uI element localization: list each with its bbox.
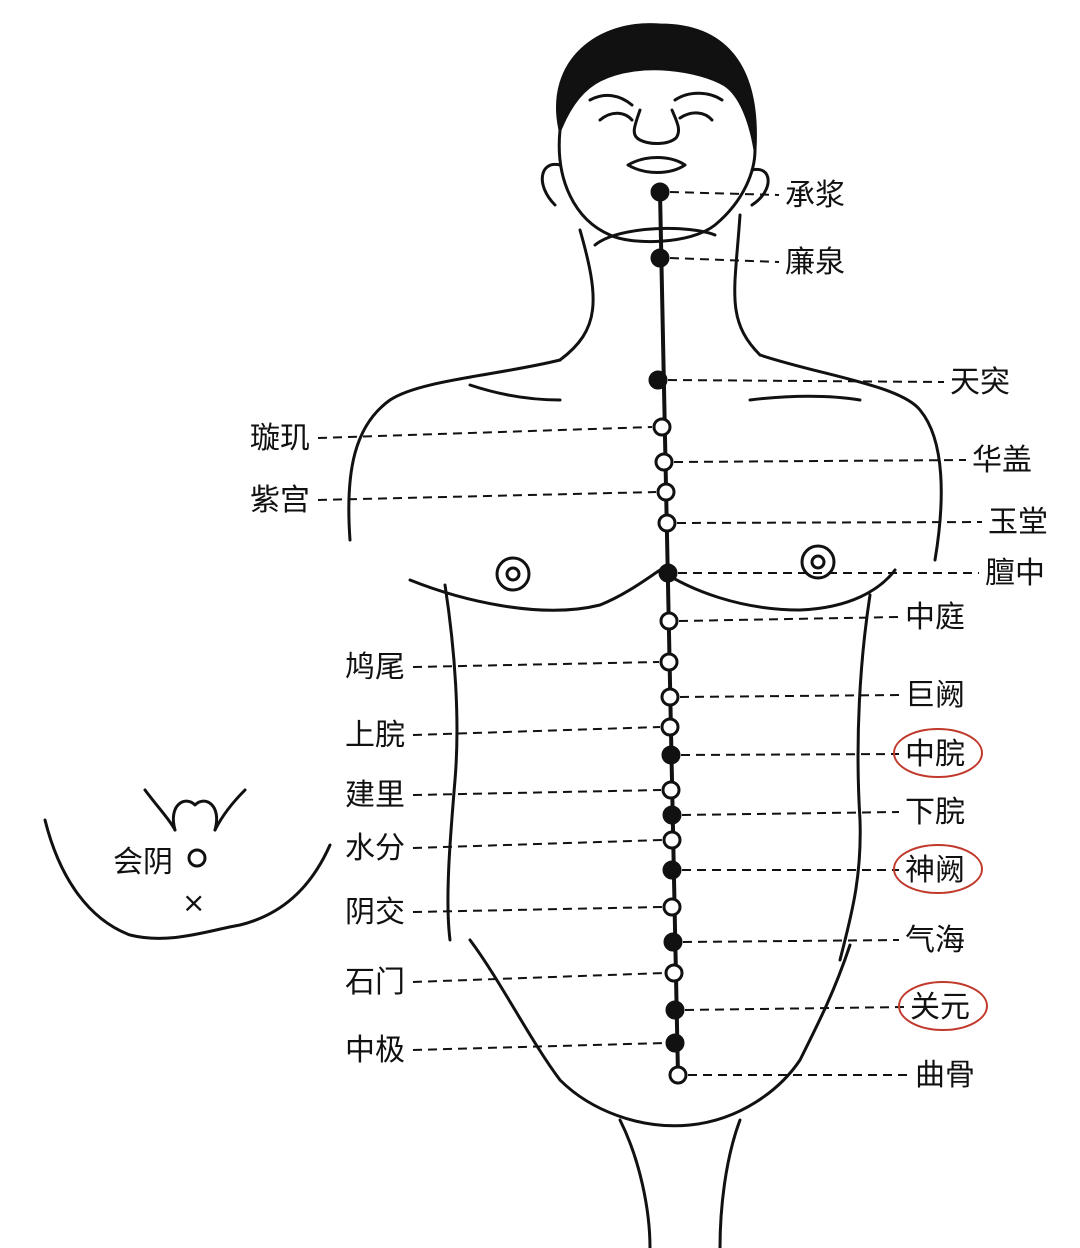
- acupoint-label: 玉堂: [988, 505, 1048, 540]
- acupoint-label: 石门: [345, 965, 405, 1000]
- acupoint-label: 阴交: [345, 895, 405, 930]
- acupoint-marker: [664, 963, 684, 983]
- acupoint-label: 气海: [905, 923, 965, 958]
- leader-line: [412, 661, 660, 668]
- leader-line: [412, 1042, 666, 1051]
- highlight-circle: [893, 728, 983, 778]
- acupoint-marker: [659, 611, 679, 631]
- acupoint-label: 璇玑: [250, 421, 310, 456]
- leader-line: [412, 972, 665, 983]
- leader-line: [681, 811, 900, 816]
- acupoint-marker: [661, 780, 681, 800]
- acupoint-marker: [650, 248, 670, 268]
- acupoint-marker: [665, 1033, 685, 1053]
- acupoint-marker: [650, 182, 670, 202]
- highlight-circle: [893, 844, 983, 894]
- acupoint-marker: [654, 452, 674, 472]
- leader-line: [669, 191, 780, 196]
- acupoint-marker: [658, 563, 678, 583]
- acupoint-marker: [656, 482, 676, 502]
- acupoint-marker: [660, 717, 680, 737]
- acupoint-marker: [652, 417, 672, 437]
- acupoint-label: 神阙: [905, 853, 965, 888]
- perineum-inset: 会阴 ×: [43, 788, 332, 940]
- acupoint-label: 中极: [345, 1033, 405, 1068]
- body-outline: [347, 23, 943, 1248]
- acupoint-label: 中庭: [905, 600, 965, 635]
- leader-line: [412, 726, 661, 736]
- acupoint-marker: [662, 830, 682, 850]
- leader-line: [412, 839, 663, 849]
- acupoint-marker: [668, 1065, 688, 1085]
- leader-line: [317, 491, 657, 501]
- acupoint-label: 紫宫: [250, 483, 310, 518]
- acupoint-label: 关元: [910, 990, 970, 1025]
- leader-line: [682, 939, 900, 943]
- acupoint-marker: [648, 370, 668, 390]
- acupoint-label: 下脘: [905, 795, 965, 830]
- leader-line: [412, 789, 662, 796]
- inset-label-huiyin: 会阴: [113, 845, 173, 880]
- leader-line: [412, 906, 663, 913]
- acupoint-marker: [662, 897, 682, 917]
- leader-line: [678, 616, 900, 622]
- leader-line: [680, 753, 900, 756]
- acupoint-label: 水分: [345, 831, 405, 866]
- acupoint-label: 承浆: [785, 178, 845, 213]
- acupoint-label: 曲骨: [915, 1058, 975, 1093]
- leader-line: [669, 257, 780, 263]
- meridian-line: [658, 191, 680, 1076]
- acupoint-label: 上脘: [345, 718, 405, 753]
- acupoint-marker: [660, 687, 680, 707]
- acupoint-marker: [659, 652, 679, 672]
- highlight-circle: [898, 981, 988, 1031]
- acupoint-marker: [665, 1000, 685, 1020]
- acupoint-marker: [662, 805, 682, 825]
- leader-line: [684, 1006, 905, 1011]
- acupoint-label: 鸠尾: [345, 650, 405, 685]
- acupoint-label: 天突: [950, 365, 1010, 400]
- cross-mark: ×: [182, 886, 205, 919]
- acupoint-label: 廉泉: [785, 245, 845, 280]
- acupoint-label: 中脘: [905, 737, 965, 772]
- point-marker-huiyin: [187, 848, 207, 868]
- leader-line: [317, 426, 653, 439]
- acupoint-label: 华盖: [972, 443, 1032, 478]
- acupoint-marker: [662, 860, 682, 880]
- acupoint-label: 巨阙: [905, 678, 965, 713]
- leader-line: [679, 694, 900, 698]
- leader-line: [673, 459, 967, 463]
- acupoint-marker: [657, 513, 677, 533]
- leader-line: [676, 521, 983, 524]
- acupoint-label: 建里: [345, 778, 405, 813]
- leader-line: [667, 379, 945, 383]
- acupoint-marker: [661, 745, 681, 765]
- acupoint-label: 膻中: [985, 556, 1045, 591]
- acupoint-marker: [663, 932, 683, 952]
